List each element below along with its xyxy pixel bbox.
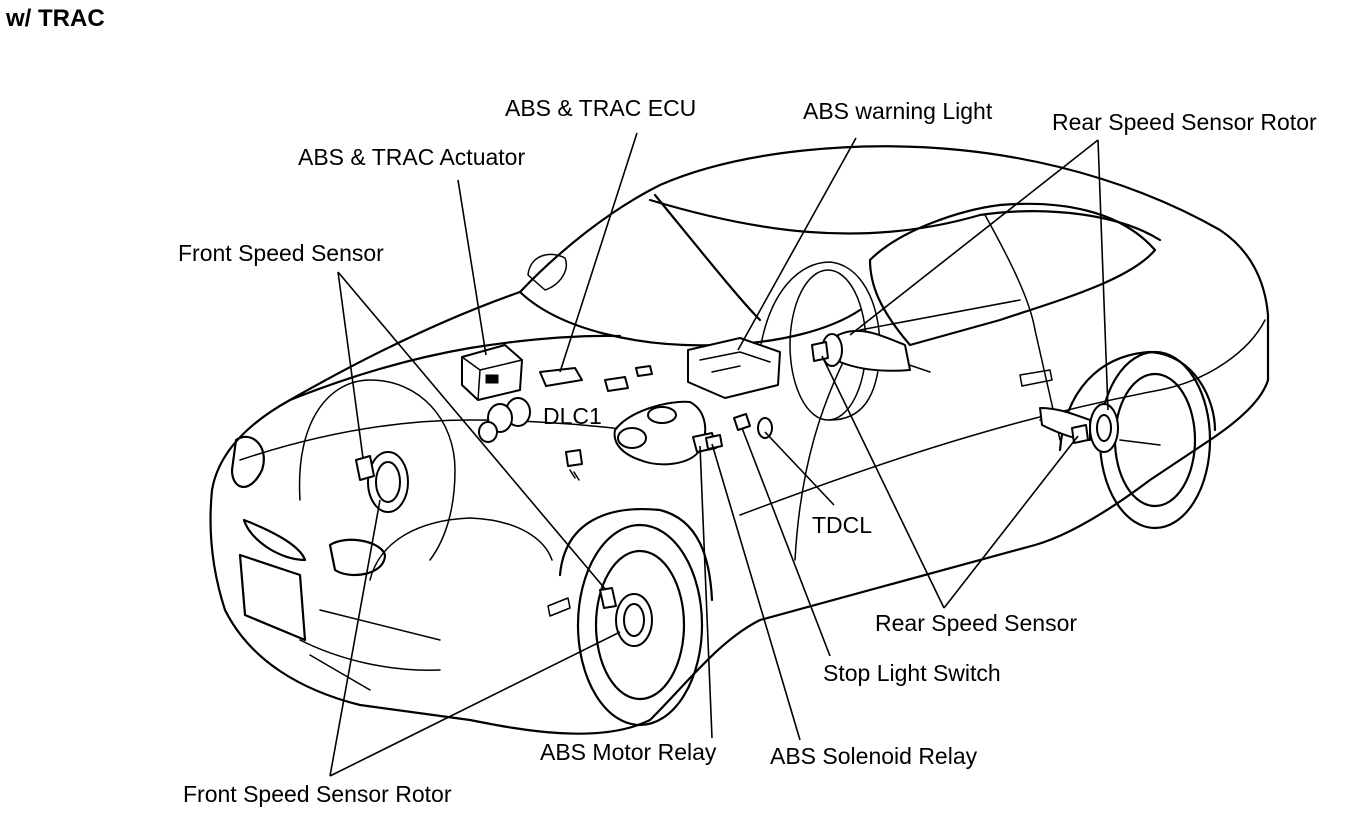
abs-warning-light-part (687, 337, 781, 399)
front-left-speed-sensor-part (355, 451, 409, 513)
label-tdcl: TDCL (812, 512, 872, 538)
front-fender-arch (369, 517, 553, 581)
front-right-wheel (558, 508, 714, 727)
leader-abs-solenoid-relay (711, 443, 801, 741)
components (355, 329, 1119, 647)
leader-rear-rotor-left (849, 139, 1099, 336)
front-right-speed-sensor-part (599, 587, 653, 647)
diagram-title: w/ TRAC (5, 5, 105, 32)
label-front-speed-sensor-rotor: Front Speed Sensor Rotor (183, 781, 452, 807)
fog-light-left (242, 518, 307, 562)
actuator-pump-part (478, 397, 531, 443)
leader-front-rotor-right (329, 631, 621, 777)
front-grille (299, 609, 441, 691)
cowl-relay-part (604, 376, 629, 392)
front-left-wheel-well (298, 379, 456, 561)
leader-front-rotor-left (329, 499, 381, 777)
leader-abs-motor-relay (699, 445, 713, 739)
leader-rear-speed-sensor-left (821, 355, 945, 609)
stop-light-switch-part (733, 413, 751, 431)
label-dlc1: DLC1 (543, 403, 602, 429)
label-abs-solenoid-relay: ABS Solenoid Relay (770, 743, 978, 769)
cowl-connector-part (635, 365, 653, 377)
label-rear-speed-sensor: Rear Speed Sensor (875, 610, 1077, 636)
leader-front-speed-sensor-right (337, 271, 607, 591)
door-handle (1019, 369, 1053, 387)
master-cylinder-part (613, 400, 707, 466)
tdcl-part (757, 417, 773, 439)
leader-rear-rotor-right (1097, 139, 1109, 411)
leader-rear-speed-sensor-right (943, 435, 1079, 609)
leader-abs-trac-actuator (457, 179, 487, 356)
label-abs-warning-light: ABS warning Light (803, 98, 993, 124)
mirror (527, 253, 567, 291)
headlight-right (328, 538, 387, 577)
front-bumper (238, 553, 307, 642)
side-marker (547, 597, 571, 617)
leader-abs-trac-ecu (559, 132, 638, 373)
leader-lines (329, 132, 1109, 777)
label-front-speed-sensor: Front Speed Sensor (178, 240, 384, 266)
label-rear-speed-sensor-rotor: Rear Speed Sensor Rotor (1052, 109, 1317, 135)
abs-relays-part (692, 432, 723, 453)
leader-abs-warning-light (737, 137, 857, 351)
leader-stop-light-switch (741, 427, 831, 657)
body-side-crease (739, 319, 1266, 516)
leader-tdcl (764, 431, 835, 506)
abs-trac-actuator-part (461, 344, 523, 401)
a-pillar (653, 193, 762, 322)
label-abs-trac-ecu: ABS & TRAC ECU (505, 95, 696, 121)
label-abs-motor-relay: ABS Motor Relay (540, 739, 717, 765)
abs-trac-ecu-part (539, 367, 583, 387)
label-stop-light-switch: Stop Light Switch (823, 660, 1001, 686)
component-labels: ABS & TRAC ECU ABS warning Light Rear Sp… (178, 95, 1317, 807)
rear-left-speed-sensor-part (811, 329, 911, 372)
car-illustration (209, 145, 1270, 735)
headlight-left (230, 435, 265, 488)
dlc1-part (565, 449, 583, 481)
door-window (868, 202, 1157, 347)
b-pillar (984, 214, 1036, 331)
roof-line (648, 198, 1162, 242)
rear-right-speed-sensor-part (1039, 403, 1119, 453)
label-abs-trac-actuator: ABS & TRAC Actuator (298, 144, 525, 170)
leader-front-speed-sensor-left (337, 271, 364, 459)
